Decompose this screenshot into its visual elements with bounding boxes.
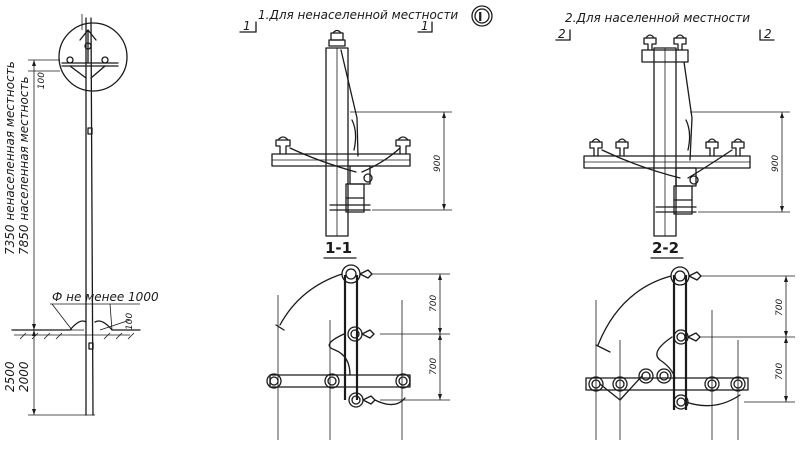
- detail-mark-circle: [471, 5, 493, 27]
- insulator-ring: [588, 376, 604, 392]
- insulator: [101, 56, 109, 64]
- ground-dim-label: 100: [125, 313, 135, 330]
- insulator-ring: [730, 376, 746, 392]
- diameter-note: Ф не менее 1000: [52, 290, 159, 304]
- top-dim-label: 100: [37, 72, 47, 89]
- burial-label-uninhabited: 2500: [3, 361, 17, 392]
- burial-label-inhabited: 2000: [17, 361, 31, 392]
- insulator-ring: [324, 373, 340, 389]
- elevation2-dim: 900: [771, 155, 781, 172]
- detail-circle-I: [58, 22, 128, 92]
- insulator-ring: [266, 373, 282, 389]
- height-label-uninhabited: 7350 ненаселенная местность: [3, 61, 17, 255]
- cut1-left: 1: [243, 19, 251, 33]
- plan-section-1: [266, 264, 450, 440]
- insulator-ring: [612, 376, 628, 392]
- insulator-ring: [704, 376, 720, 392]
- section-label-1: 1-1: [325, 239, 352, 257]
- insulator-ring: [341, 264, 361, 284]
- elevation-uninhabited: [271, 29, 452, 237]
- insulator: [66, 56, 74, 64]
- insulator-ring: [347, 326, 363, 342]
- insulator-ring: [656, 368, 672, 384]
- detail-mark: I: [478, 10, 482, 24]
- pole-overview: [11, 14, 141, 416]
- height-label-inhabited: 7850 населенная местность: [17, 76, 31, 255]
- cut2-right: 2: [764, 27, 772, 41]
- plan-section-2: [585, 266, 795, 440]
- plan1-lower-dim: 700: [429, 358, 439, 375]
- plan2-upper-dim: 700: [775, 299, 785, 316]
- title-inhabited: 2.Для населенной местности: [565, 11, 750, 25]
- cut2-left: 2: [558, 27, 566, 41]
- insulator-ring: [395, 373, 411, 389]
- insulator-ring: [638, 368, 654, 384]
- elevation1-dim: 900: [433, 155, 443, 172]
- plan1-upper-dim: 700: [429, 295, 439, 312]
- cut1-right: 1: [421, 19, 429, 33]
- insulator: [84, 42, 92, 50]
- cut-marks: [239, 21, 775, 41]
- elevation-inhabited: [583, 34, 790, 237]
- section-label-2: 2-2: [652, 239, 679, 257]
- title-uninhabited: 1.Для ненаселенной местности: [258, 8, 458, 22]
- ground-line: [11, 320, 87, 331]
- plan2-lower-dim: 700: [775, 363, 785, 380]
